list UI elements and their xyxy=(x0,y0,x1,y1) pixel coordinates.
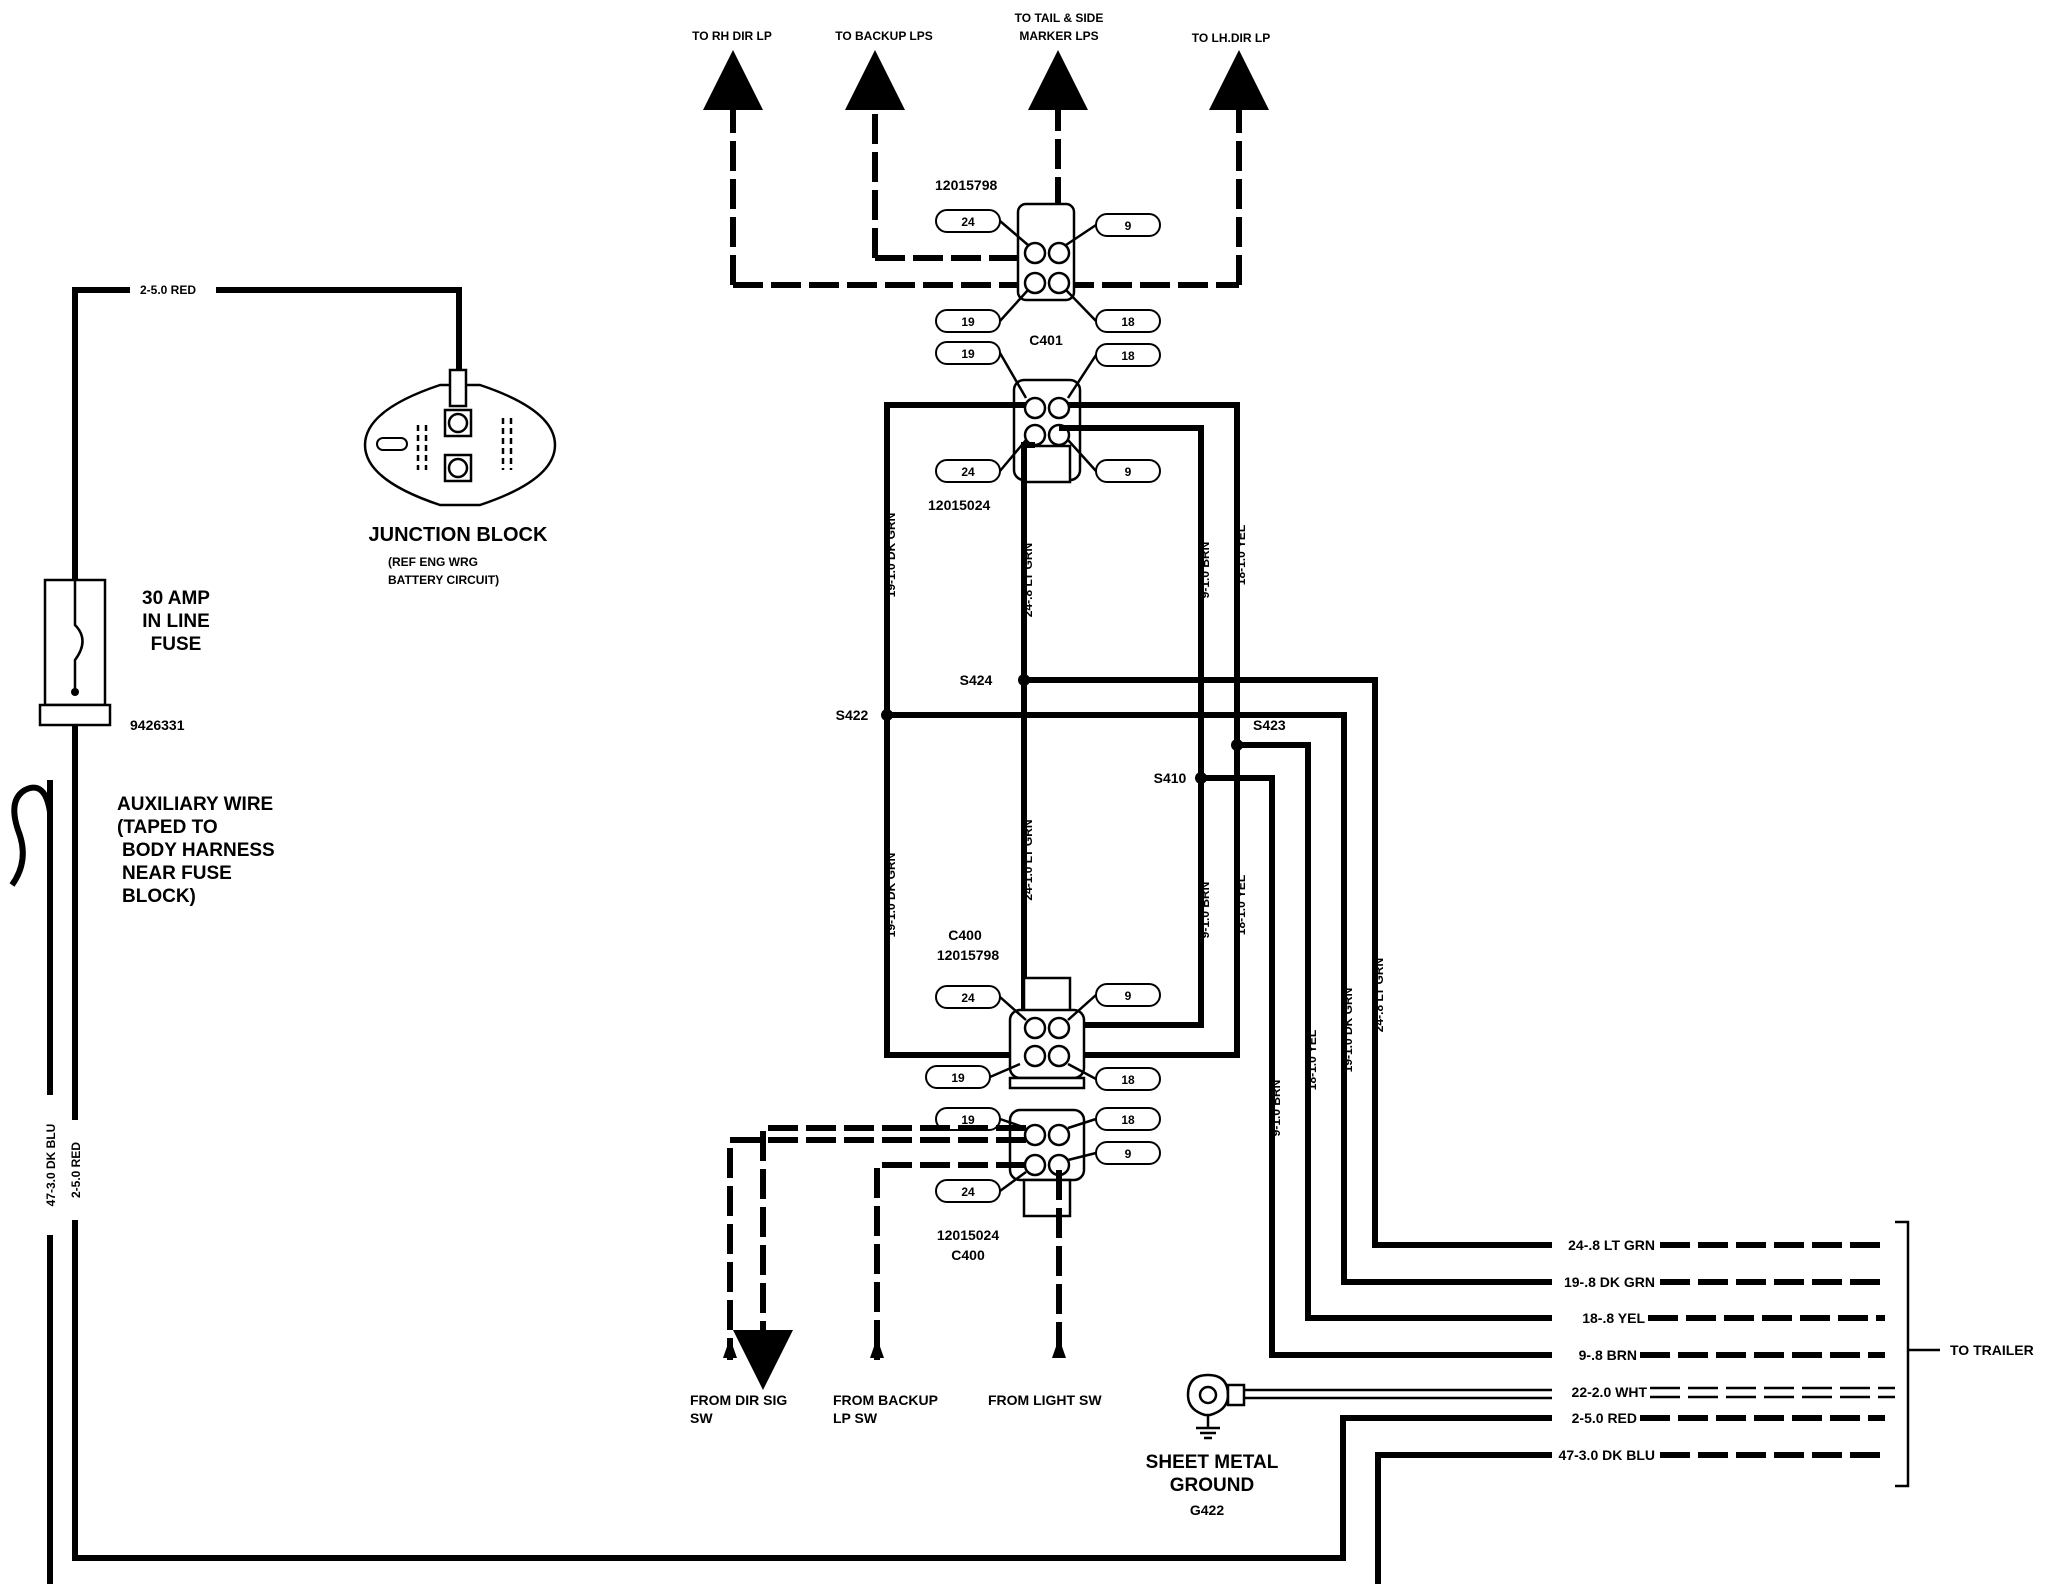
splice-label-s410: S410 xyxy=(1154,770,1187,786)
sheet-metal-ground: SHEET METAL GROUND G422 xyxy=(1146,1373,1552,1518)
to-trailer-label: TO TRAILER xyxy=(1950,1342,2034,1358)
c400-bottom-name: C400 xyxy=(951,1247,985,1263)
output-label-tail-2: MARKER LPS xyxy=(1019,29,1098,43)
output-label-lh-dir: TO LH.DIR LP xyxy=(1192,31,1270,45)
aux-wire-line-2: (TAPED TO xyxy=(117,817,218,838)
trailer-wire-yel: 18-.8 YEL xyxy=(1582,1310,1645,1326)
auxiliary-wire-hook xyxy=(9,780,53,887)
input-label-dir-sig-2: SW xyxy=(690,1410,713,1426)
wire-label-dk-grn-upper: 19-1.0 DK GRN xyxy=(884,513,898,598)
junction-block-note-1: (REF ENG WRG xyxy=(388,555,478,569)
splice-dot-s410 xyxy=(1195,772,1207,784)
wire-label-brn-lower: 9-1.0 BRN xyxy=(1198,882,1212,939)
c401-top-pin-a: 24 xyxy=(961,215,975,229)
splice-dot-s424 xyxy=(1018,674,1030,686)
wire-label-lt-grn-upper: 24-.8 LT GRN xyxy=(1021,543,1035,617)
output-label-rh-dir: TO RH DIR LP xyxy=(692,29,772,43)
left-wire-label-red: 2-5.0 RED xyxy=(69,1142,83,1198)
splice-label-s422: S422 xyxy=(836,707,869,723)
left-wire-label-blue: 47-3.0 DK BLU xyxy=(44,1124,58,1207)
to-trailer-bracket xyxy=(1895,1220,1940,1488)
output-label-tail-1: TO TAIL & SIDE xyxy=(1015,11,1104,25)
junction-block-title: JUNCTION BLOCK xyxy=(369,524,548,546)
trailer-wire-lt-grn: 24-.8 LT GRN xyxy=(1568,1237,1655,1253)
wire-label-lt-grn-lower: 24-1.0 LT GRN xyxy=(1021,819,1035,900)
inline-fuse: 30 AMP IN LINE FUSE 9426331 xyxy=(38,578,210,733)
connector-c400-top: C400 12015798 24 9 19 18 xyxy=(925,927,1161,1091)
trailer-wire-dk-blu: 47-3.0 DK BLU xyxy=(1559,1447,1655,1463)
fuse-label-1: 30 AMP xyxy=(142,588,210,609)
junction-block: JUNCTION BLOCK (REF ENG WRG BATTERY CIRC… xyxy=(363,368,557,587)
ground-id: G422 xyxy=(1190,1502,1224,1518)
c401-top-pin-b: 9 xyxy=(1125,219,1132,233)
c400-top-pin-b: 9 xyxy=(1125,989,1132,1003)
c400-bottom-pin-b: 18 xyxy=(1121,1113,1135,1127)
splice-dot-s422 xyxy=(881,709,893,721)
c400-top-part: 12015798 xyxy=(937,947,1000,963)
input-label-dir-sig-1: FROM DIR SIG xyxy=(690,1392,787,1408)
vertical-wire-labels: 19-1.0 DK GRN 24-.8 LT GRN 9-1.0 BRN 18-… xyxy=(884,513,1386,1137)
splice-dot-s423 xyxy=(1231,739,1243,751)
c400-top-pin-c: 19 xyxy=(951,1071,965,1085)
wire-label-right-yel: 18-1.0 YEL xyxy=(1305,1030,1319,1090)
output-label-backup: TO BACKUP LPS xyxy=(835,29,933,43)
splices: S424 S422 S423 S410 xyxy=(836,672,1286,786)
trailer-wire-brn: 9-.8 BRN xyxy=(1579,1347,1637,1363)
trailer-wire-red: 2-5.0 RED xyxy=(1572,1410,1637,1426)
wire-label-dk-grn-lower: 19-1.0 DK GRN xyxy=(884,853,898,938)
c401-top-pin-d: 18 xyxy=(1121,315,1135,329)
input-label-light: FROM LIGHT SW xyxy=(988,1392,1102,1408)
trailer-wire-wht: 22-2.0 WHT xyxy=(1572,1384,1648,1400)
wire-label-yel-upper: 18-1.0 YEL xyxy=(1234,525,1248,585)
wire-label-right-brn: 9-1.0 BRN xyxy=(1269,1080,1283,1137)
connector-c400-bottom: 19 18 9 24 12015024 C400 xyxy=(935,1107,1161,1263)
c400-top-pin-d: 18 xyxy=(1121,1073,1135,1087)
c401-bottom-pin-b: 18 xyxy=(1121,349,1135,363)
c400-bottom-part: 12015024 xyxy=(937,1227,1000,1243)
c401-bottom-pin-c: 24 xyxy=(961,465,975,479)
aux-wire-line-4: NEAR FUSE xyxy=(122,863,232,884)
splice-label-s423: S423 xyxy=(1253,717,1286,733)
input-wires xyxy=(723,1125,1066,1390)
fuse-label-3: FUSE xyxy=(151,634,202,655)
ground-label-2: GROUND xyxy=(1170,1475,1254,1496)
c400-top-name: C400 xyxy=(948,927,982,943)
c400-bottom-pin-d: 24 xyxy=(961,1185,975,1199)
top-wire-label-text: 2-5.0 RED xyxy=(140,283,196,297)
c401-bottom-part: 12015024 xyxy=(928,497,991,513)
auxiliary-wire-note: AUXILIARY WIRE (TAPED TO BODY HARNESS NE… xyxy=(117,794,275,907)
input-label-backup-1: FROM BACKUP xyxy=(833,1392,938,1408)
connector-c401-top: 12015798 24 9 19 18 C401 xyxy=(935,177,1161,348)
aux-wire-line-1: AUXILIARY WIRE xyxy=(117,794,273,815)
c401-bottom-pin-a: 19 xyxy=(961,347,975,361)
c400-top-pin-a: 24 xyxy=(961,991,975,1005)
aux-wire-line-3: BODY HARNESS xyxy=(122,840,275,861)
wire-label-yel-lower: 18-1.0 YEL xyxy=(1234,875,1248,935)
c400-bottom-pin-c: 9 xyxy=(1125,1147,1132,1161)
main-harness xyxy=(47,287,1552,1584)
ground-label-1: SHEET METAL xyxy=(1146,1452,1279,1473)
fuse-label-2: IN LINE xyxy=(142,611,210,632)
fuse-part-number: 9426331 xyxy=(130,717,185,733)
trailer-wires xyxy=(1552,1235,1895,1465)
aux-wire-line-5: BLOCK) xyxy=(122,886,196,907)
input-label-backup-2: LP SW xyxy=(833,1410,878,1426)
c401-bottom-pin-d: 9 xyxy=(1125,465,1132,479)
c401-top-part: 12015798 xyxy=(935,177,998,193)
c400-bottom-pin-a: 19 xyxy=(961,1113,975,1127)
c401-name: C401 xyxy=(1029,332,1063,348)
trailer-wire-dk-grn: 19-.8 DK GRN xyxy=(1564,1274,1655,1290)
splice-label-s424: S424 xyxy=(960,672,993,688)
wire-label-right-lt-grn: 24-.8 LT GRN xyxy=(1372,958,1386,1032)
c401-top-pin-c: 19 xyxy=(961,315,975,329)
junction-block-note-2: BATTERY CIRCUIT) xyxy=(388,573,499,587)
wire-label-brn-upper: 9-1.0 BRN xyxy=(1198,542,1212,599)
wire-label-right-dk-grn: 19-1.0 DK GRN xyxy=(1341,988,1355,1073)
